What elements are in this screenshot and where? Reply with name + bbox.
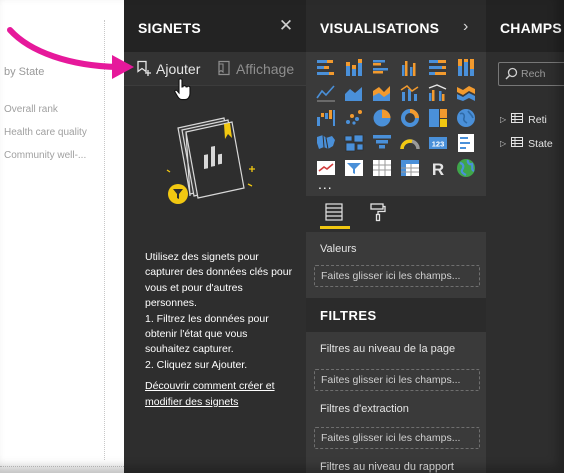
visualizations-header: VISUALISATIONS › — [306, 0, 486, 52]
kpi-icon[interactable] — [315, 157, 337, 179]
view-bookmarks-label: Affichage — [236, 60, 295, 77]
line-chart-icon[interactable] — [315, 82, 337, 104]
field-table-name: Reti — [528, 113, 547, 126]
learn-more-link[interactable]: Découvrir comment créer et modifier des … — [145, 380, 275, 408]
stacked-area-icon[interactable] — [371, 82, 393, 104]
area-chart-icon[interactable] — [343, 82, 365, 104]
report-canvas: by State Overall rank Health care qualit… — [0, 0, 124, 473]
report-filters-label: Filtres au niveau du rapport — [320, 461, 454, 473]
view-bookmarks-button[interactable]: Affichage — [216, 60, 294, 77]
canvas-list-item: Overall rank — [4, 104, 58, 115]
pie-icon[interactable] — [371, 107, 393, 129]
filters-header: FILTRES — [306, 298, 486, 332]
active-tab-indicator — [320, 226, 350, 229]
filled-map-icon[interactable] — [315, 132, 337, 154]
slicer-icon[interactable] — [343, 157, 365, 179]
table-icon — [511, 113, 524, 126]
funnel-icon[interactable] — [371, 132, 393, 154]
format-paint-roller-icon[interactable] — [368, 202, 388, 227]
bookmarks-pane: SIGNETS ✕ Ajouter Affichage — [124, 0, 306, 473]
donut-icon[interactable] — [399, 107, 421, 129]
chevron-right-icon[interactable]: › — [463, 18, 469, 35]
description-step-2: 2. Cliquez sur Ajouter. — [145, 358, 248, 371]
drillthrough-filters-label: Filtres d'extraction — [320, 403, 409, 415]
description-text: Utilisez des signets pour capturer des d… — [145, 251, 293, 310]
add-bookmark-button[interactable]: Ajouter — [136, 60, 200, 77]
page-filters-drop-well[interactable]: Faites glisser ici les champs... — [314, 369, 480, 391]
multirow-card-icon[interactable] — [455, 132, 477, 154]
filters-title: FILTRES — [320, 308, 377, 323]
stacked-bar-icon[interactable] — [315, 57, 337, 79]
values-label: Valeurs — [320, 243, 357, 255]
expand-arrow-icon: ▷ — [500, 139, 507, 148]
fields-search-input[interactable]: Rech — [498, 62, 564, 86]
svg-text:123: 123 — [432, 140, 445, 149]
fields-well-icon[interactable] — [324, 202, 344, 227]
search-icon — [505, 67, 518, 83]
fields-title: CHAMPS — [500, 20, 562, 36]
fields-pane: CHAMPS Rech ▷ Reti ▷ State — [486, 0, 564, 473]
bookmarks-description: Utilisez des signets pour capturer des d… — [145, 250, 293, 373]
matrix-icon[interactable] — [399, 157, 421, 179]
more-visuals-button[interactable]: ... — [318, 176, 333, 192]
clustered-column-icon[interactable] — [399, 57, 421, 79]
map-icon[interactable] — [455, 107, 477, 129]
svg-text:R: R — [432, 160, 444, 179]
gauge-icon[interactable] — [399, 132, 421, 154]
clustered-bar-icon[interactable] — [371, 57, 393, 79]
add-bookmark-label: Ajouter — [156, 60, 201, 77]
field-table-item[interactable]: ▷ Reti — [500, 113, 547, 126]
stacked-column-icon[interactable] — [343, 57, 365, 79]
r-visual-icon[interactable]: R — [427, 157, 449, 179]
field-table-item[interactable]: ▷ State — [500, 137, 553, 150]
canvas-list-item: Health care quality — [4, 127, 87, 138]
values-drop-well[interactable]: Faites glisser ici les champs... — [314, 265, 480, 287]
100-stacked-column-icon[interactable] — [455, 57, 477, 79]
table-icon[interactable] — [371, 157, 393, 179]
globe-icon[interactable] — [455, 157, 477, 179]
drillthrough-drop-well[interactable]: Faites glisser ici les champs... — [314, 427, 480, 449]
bookmark-illustration — [164, 112, 264, 217]
close-icon[interactable]: ✕ — [278, 16, 294, 35]
treemap-icon[interactable] — [427, 107, 449, 129]
waterfall-icon[interactable] — [315, 107, 337, 129]
canvas-list-item: Community well-... — [4, 150, 87, 161]
ribbon-chart-icon[interactable] — [455, 82, 477, 104]
canvas-visual-title: by State — [4, 66, 45, 78]
table-icon — [511, 137, 524, 150]
bookmarks-header: SIGNETS ✕ — [124, 0, 306, 52]
100-stacked-bar-icon[interactable] — [427, 57, 449, 79]
page-filters-label: Filtres au niveau de la page — [320, 343, 456, 355]
visualization-tabs — [306, 196, 486, 232]
search-placeholder: Rech — [521, 68, 546, 80]
visualizations-title: VISUALISATIONS — [320, 20, 440, 36]
canvas-guide-line — [104, 20, 105, 460]
line-column-icon[interactable] — [399, 82, 421, 104]
fields-header: CHAMPS — [486, 0, 564, 52]
bookmarks-toolbar: Ajouter Affichage — [124, 52, 306, 86]
bookmarks-title: SIGNETS — [138, 20, 201, 36]
card-icon[interactable]: 123 — [427, 132, 449, 154]
expand-arrow-icon: ▷ — [500, 115, 507, 124]
add-bookmark-icon — [136, 60, 152, 77]
line-clustered-column-icon[interactable] — [427, 82, 449, 104]
field-table-name: State — [528, 137, 553, 150]
description-step-1: 1. Filtrez les données pour obtenir l'ét… — [145, 312, 269, 356]
view-bookmark-icon — [216, 60, 232, 77]
shape-map-icon[interactable] — [343, 132, 365, 154]
scatter-icon[interactable] — [343, 107, 365, 129]
canvas-guide-line — [0, 466, 124, 467]
